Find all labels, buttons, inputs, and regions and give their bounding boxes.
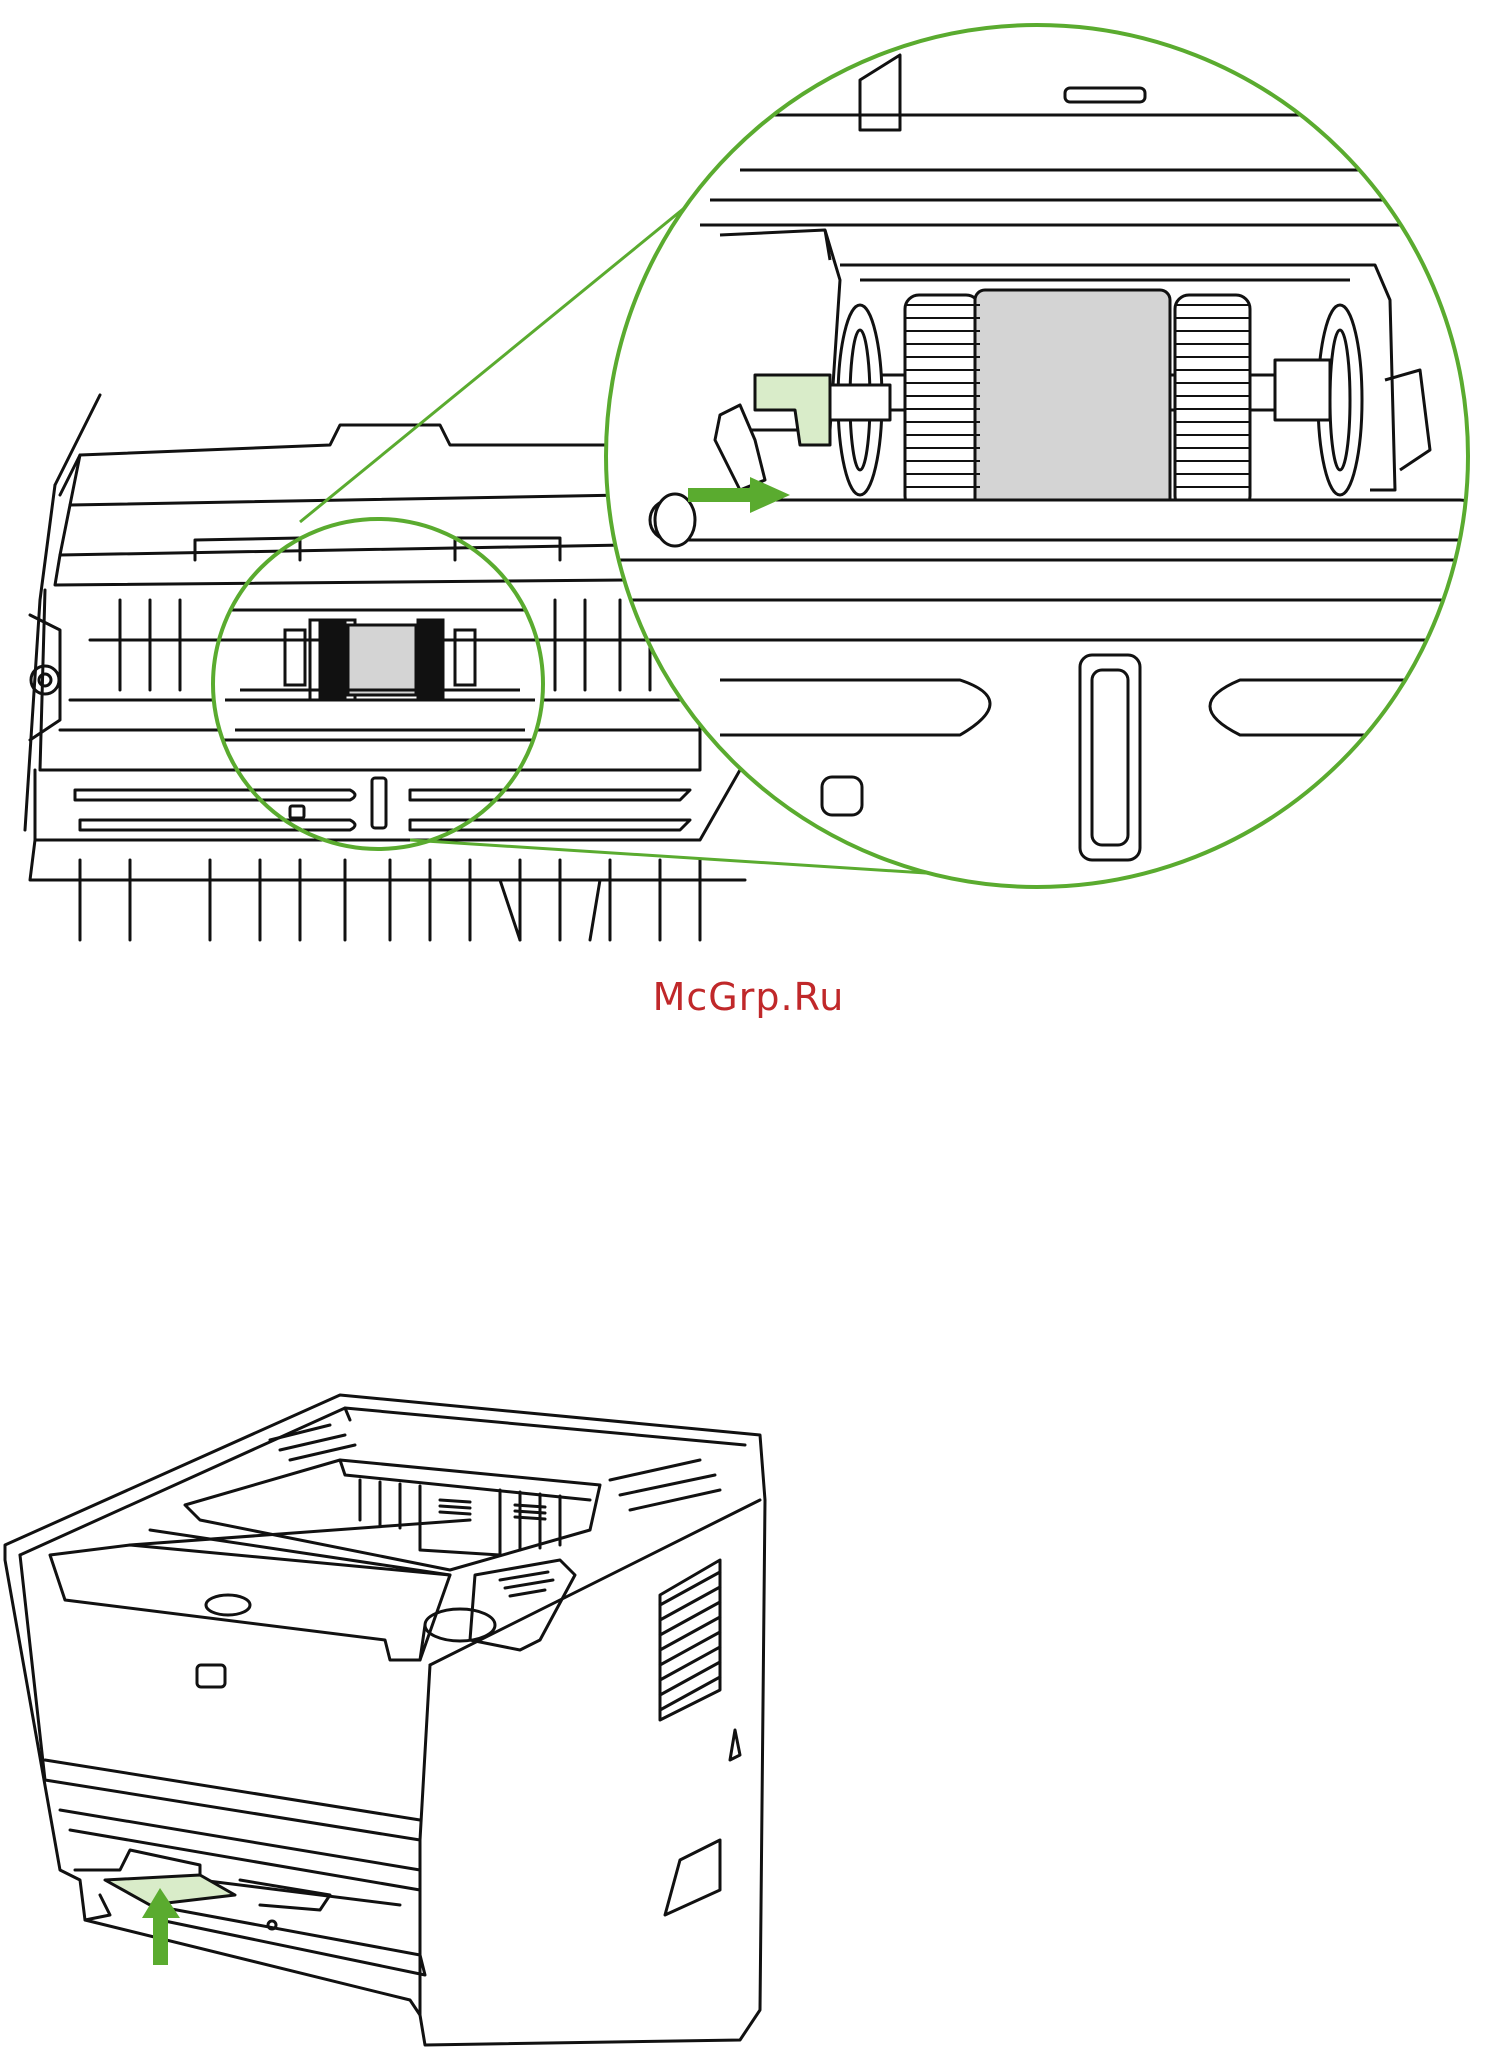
printer-illustration (5, 1395, 765, 2045)
zoom-magnifier-circle (600, 25, 1497, 887)
watermark-text: McGrp.Ru (0, 975, 1497, 1019)
